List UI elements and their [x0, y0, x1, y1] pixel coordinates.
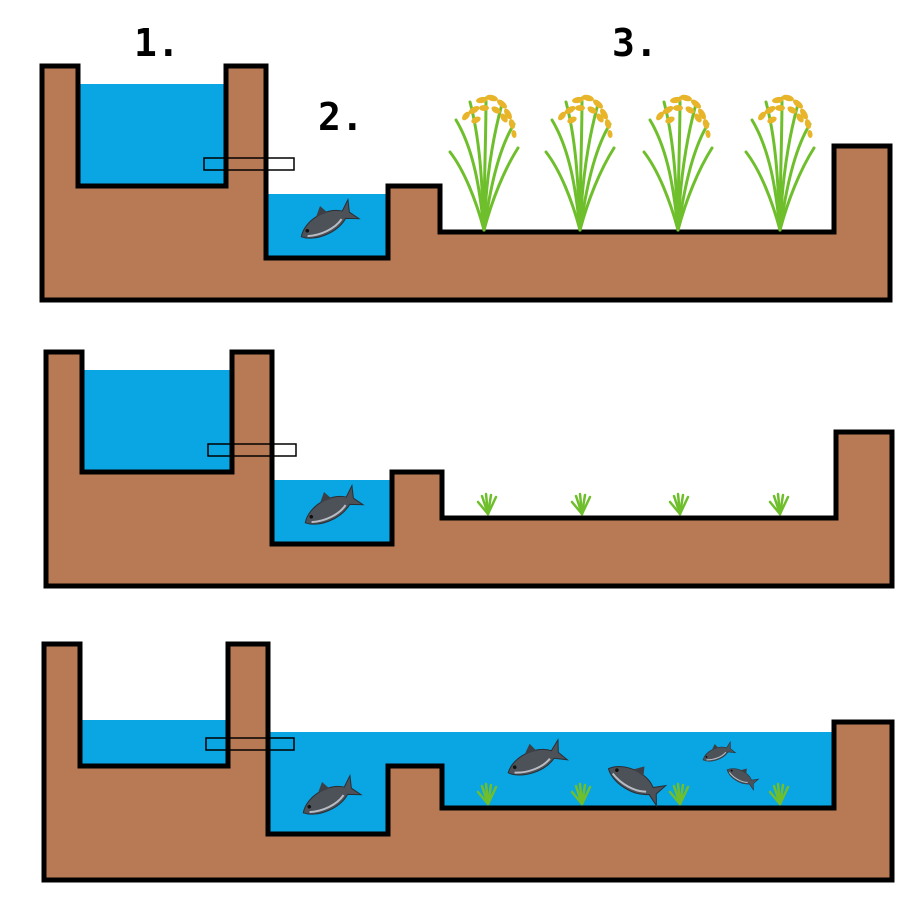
- earth-profile: [39, 63, 893, 303]
- label-fish-pond: 2.: [318, 95, 364, 139]
- connecting-pipe: [207, 443, 297, 457]
- label-rice-field: 3.: [612, 21, 658, 65]
- reservoir-water: [80, 720, 228, 766]
- rice-plant: [448, 92, 520, 232]
- rice-plant: [744, 92, 816, 232]
- connecting-pipe: [205, 737, 295, 751]
- label-reservoir: 1.: [134, 21, 180, 65]
- earth-profile: [41, 641, 895, 883]
- rice-plant: [544, 92, 616, 232]
- rice-seedling: [768, 492, 790, 516]
- rice-seedling: [476, 492, 498, 516]
- reservoir-water: [78, 84, 226, 186]
- rice-seedling: [570, 492, 592, 516]
- rice-plant: [642, 92, 714, 232]
- panel-flooded: [41, 641, 895, 883]
- rice-seedling: [668, 492, 690, 516]
- earth-profile: [43, 349, 895, 589]
- panel-mature-rice: [39, 63, 893, 303]
- panel-seedlings: [43, 349, 895, 589]
- connecting-pipe: [203, 157, 295, 171]
- reservoir-water: [82, 370, 232, 472]
